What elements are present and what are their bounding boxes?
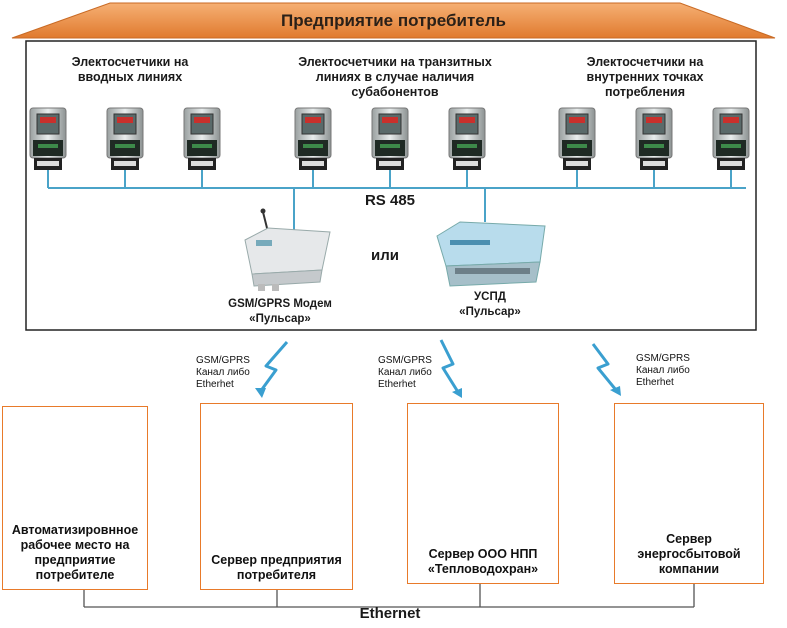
meters <box>29 107 750 170</box>
channel-label: GSM/GPRS Канал либо Etherhet <box>636 353 690 388</box>
lightning-icon <box>439 339 460 393</box>
enterprise-server-box: Сервер предприятия потребителя <box>200 403 353 590</box>
lightning-icon <box>591 343 618 391</box>
teplovodokhran-server-box: Сервер ООО НПП «Тепловодохран» <box>407 403 559 584</box>
electricity-meter-icon <box>448 107 486 170</box>
ethernet-label: Ethernet <box>359 605 421 622</box>
box-label: Сервер энергосбытовой компании <box>637 532 741 576</box>
page-title: Предприятие потребитель <box>281 11 506 30</box>
box-label: Сервер ООО НПП «Тепловодохран» <box>427 547 539 576</box>
electricity-meter-icon <box>29 107 67 170</box>
box-label: Сервер предприятия потребителя <box>211 553 342 582</box>
electricity-meter-icon <box>712 107 750 170</box>
uspd-icon <box>436 221 546 287</box>
electricity-meter-icon <box>183 107 221 170</box>
energy-company-server-box: Сервер энергосбытовой компании <box>614 403 764 584</box>
box-label: Автоматизировнное рабочее место на предп… <box>11 523 139 582</box>
ethernet-line <box>83 584 695 608</box>
uspd-label: УСПД «Пульсар» <box>459 291 521 318</box>
channel-label: GSM/GPRS Канал либо Etherhet <box>196 355 250 390</box>
electricity-meter-icon <box>106 107 144 170</box>
lightning-icon <box>258 341 289 393</box>
group-label-internal-points: Электосчетчики на внутренних точках потр… <box>586 55 704 99</box>
enterprise-frame <box>25 40 757 331</box>
group-label-input-lines: Электосчетчики на вводных линиях <box>71 55 189 84</box>
rs485-bus <box>47 170 746 232</box>
electricity-meter-icon <box>635 107 673 170</box>
rs485-label: RS 485 <box>364 192 416 209</box>
group-label-transit-lines: Электосчетчики на транзитных линиях в сл… <box>298 55 492 99</box>
workstation-box: Автоматизировнное рабочее место на предп… <box>2 406 148 590</box>
gsm-modem-icon <box>244 208 331 291</box>
electricity-meter-icon <box>294 107 332 170</box>
or-label: или <box>371 247 399 264</box>
channel-label: GSM/GPRS Канал либо Etherhet <box>378 355 432 390</box>
electricity-meter-icon <box>371 107 409 170</box>
modem-label: GSM/GPRS Модем «Пульсар» <box>228 298 332 325</box>
electricity-meter-icon <box>558 107 596 170</box>
roof-shape <box>11 2 776 39</box>
